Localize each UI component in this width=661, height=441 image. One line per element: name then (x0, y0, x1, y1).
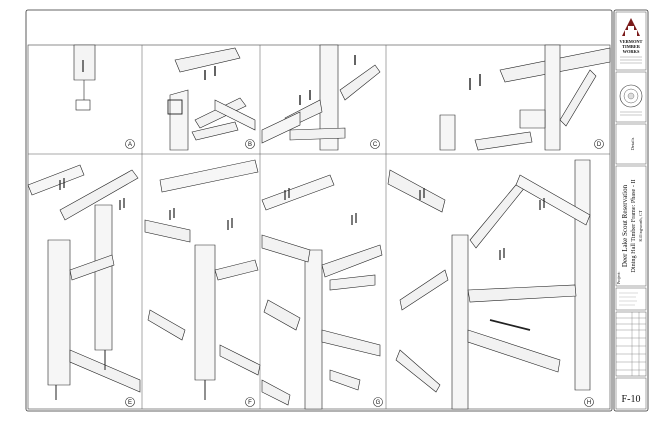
panel-label-c-text: C (373, 142, 378, 148)
company-name-line1: VERMONT (620, 39, 643, 44)
panel-label-e-text: E (128, 400, 132, 406)
engineer-seal (615, 71, 647, 123)
panel-label-e: E (125, 397, 135, 407)
revision-table (615, 311, 647, 377)
company-name-line3: WORKS (623, 49, 640, 54)
panel-label-a: A (125, 139, 135, 149)
project-label: Project: (616, 272, 621, 284)
panel-label-h: H (584, 397, 594, 407)
detail-drawings (27, 44, 611, 410)
detail-g-drawing (261, 174, 383, 410)
project-location: Killingworth, CT (638, 210, 644, 242)
panel-label-f-text: F (248, 400, 252, 406)
panel-label-g: G (373, 397, 383, 407)
panel-label-c: C (370, 139, 380, 149)
detail-b-drawing (167, 47, 256, 151)
company-name-line2: TIMBER (622, 44, 641, 49)
detail-f-drawing (144, 159, 261, 400)
detail-d-drawing (439, 44, 611, 151)
section-label: Details (630, 137, 635, 150)
detail-e-drawing (27, 164, 141, 400)
drawn-by-block (615, 287, 647, 311)
panel-label-d: D (594, 139, 604, 149)
panel-label-d-text: D (597, 142, 602, 148)
sheet-number: F-10 (622, 394, 641, 405)
panel-label-h-text: H (587, 400, 591, 406)
panel-grid (28, 45, 610, 409)
project-name-line2: Dining Hall Timber Frame: Phase - II (630, 179, 637, 272)
company-logo: VERMONT TIMBER WORKS (615, 11, 647, 71)
detail-c-drawing (261, 44, 381, 151)
detail-h-drawing (387, 159, 591, 410)
panel-label-a-text: A (128, 142, 132, 148)
title-block: VERMONT TIMBER WORKS Details Project: De… (613, 9, 649, 412)
panel-label-f: F (245, 397, 255, 407)
detail-a-drawing (73, 44, 96, 111)
panel-label-g-text: G (376, 400, 381, 406)
panel-labels: A B C D E F G H (125, 139, 604, 407)
project-name-line1: Deer Lake Scout Reservation (621, 184, 629, 267)
panel-label-b-text: B (248, 142, 252, 148)
panel-label-b: B (245, 139, 255, 149)
